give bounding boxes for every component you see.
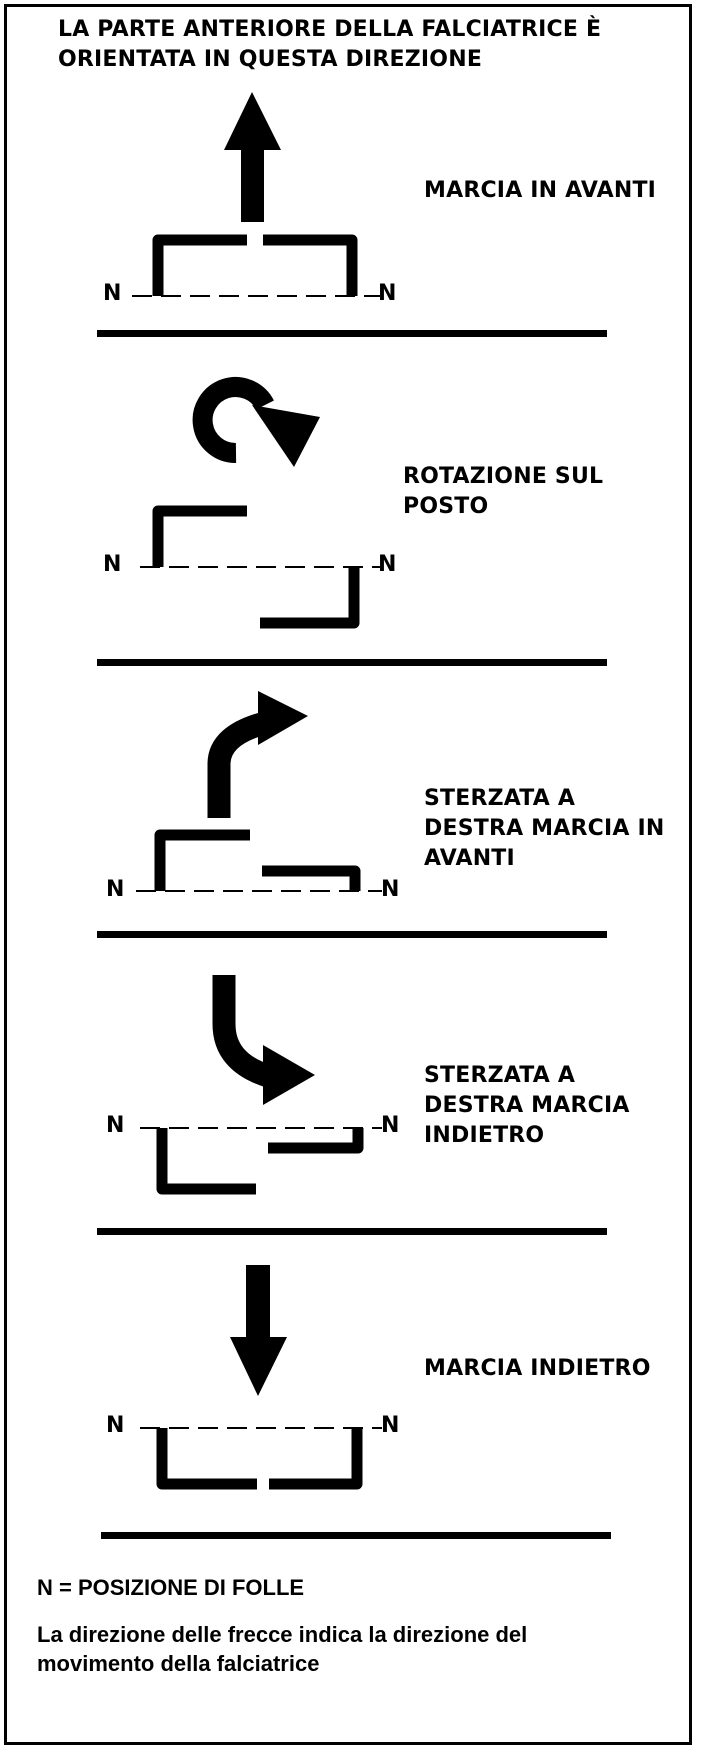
footer-note-line-1: La direzione delle frecce indica la dire… xyxy=(37,1622,528,1647)
divider-3 xyxy=(97,931,607,938)
neutral-right-right-reverse: N xyxy=(381,1113,400,1138)
label-right-reverse-line-3: INDIETRO xyxy=(424,1123,545,1148)
neutral-left-pivot: N xyxy=(103,552,122,577)
label-pivot-line-1: ROTAZIONE SUL xyxy=(403,464,604,489)
neutral-right-reverse: N xyxy=(381,1413,400,1438)
label-forward: MARCIA IN AVANTI xyxy=(424,178,657,203)
pivot-levers xyxy=(152,505,360,629)
neutral-left-right-reverse: N xyxy=(106,1113,125,1138)
divider-5 xyxy=(101,1532,611,1539)
label-right-reverse-line-2: DESTRA MARCIA xyxy=(424,1093,630,1118)
label-right-reverse-line-1: STERZATA A xyxy=(424,1063,576,1088)
forward-levers xyxy=(152,234,358,296)
rotate-arrow-icon xyxy=(192,377,320,467)
neutral-right-forward: N xyxy=(378,281,397,306)
right-reverse-levers xyxy=(156,1128,364,1195)
divider-1 xyxy=(97,330,607,337)
label-right-forward-line-3: AVANTI xyxy=(424,846,515,871)
right-forward-levers xyxy=(154,829,361,891)
divider-2 xyxy=(97,659,607,666)
header-line-2: ORIENTATA IN QUESTA DIREZIONE xyxy=(58,47,483,72)
label-right-forward-line-2: DESTRA MARCIA IN xyxy=(424,816,665,841)
label-pivot-line-2: POSTO xyxy=(403,494,489,519)
reverse-levers xyxy=(156,1428,363,1490)
footer-note-line-2: movimento della falciatrice xyxy=(37,1651,320,1676)
turn-right-reverse-arrow-icon xyxy=(212,975,315,1105)
neutral-left-reverse: N xyxy=(106,1413,125,1438)
turn-right-forward-arrow-icon xyxy=(207,691,308,818)
neutral-left-right-forward: N xyxy=(106,877,125,902)
diagram-frame xyxy=(4,4,692,1745)
divider-4 xyxy=(97,1228,607,1235)
label-reverse: MARCIA INDIETRO xyxy=(424,1356,651,1381)
neutral-legend: N = POSIZIONE DI FOLLE xyxy=(37,1575,305,1600)
neutral-right-right-forward: N xyxy=(381,877,400,902)
neutral-right-pivot: N xyxy=(378,552,397,577)
header-line-1: LA PARTE ANTERIORE DELLA FALCIATRICE È xyxy=(58,17,602,42)
forward-arrow-icon xyxy=(224,92,281,222)
reverse-arrow-icon xyxy=(230,1265,287,1396)
label-right-forward-line-1: STERZATA A xyxy=(424,786,576,811)
neutral-left-forward: N xyxy=(103,281,122,306)
